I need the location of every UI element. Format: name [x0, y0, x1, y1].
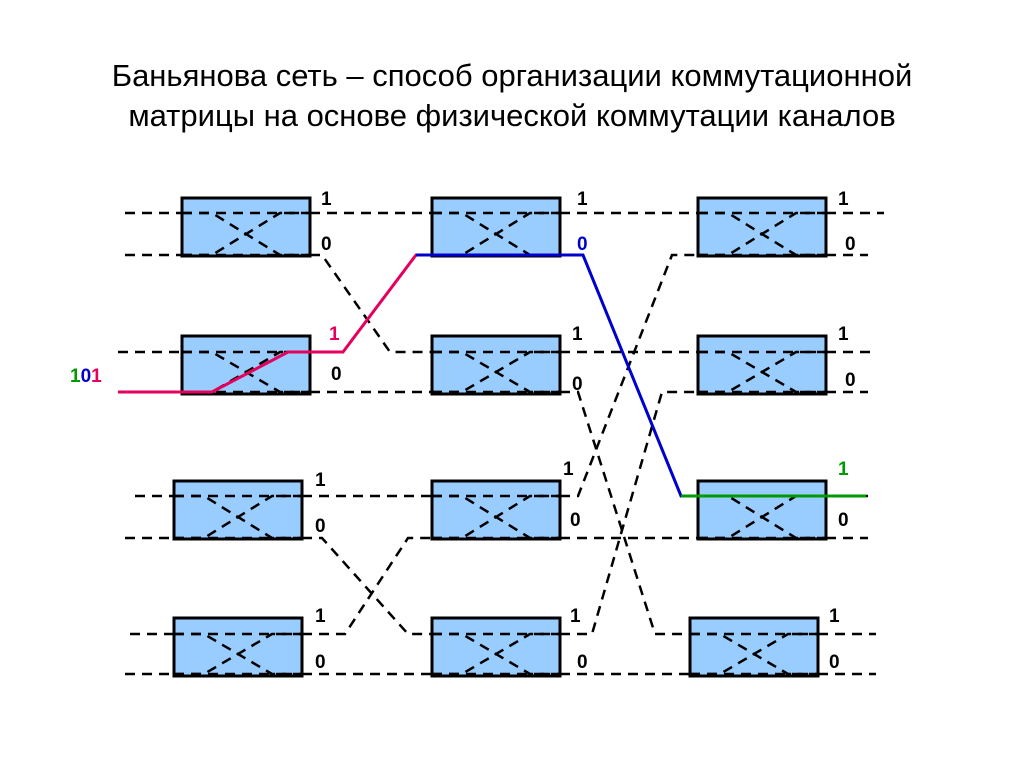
link-cross: [560, 390, 698, 636]
port-label-s1-2-1: 0: [315, 516, 326, 537]
dashed-links: [118, 211, 884, 676]
address-digit: 0: [81, 366, 92, 387]
highlighted-route: [118, 253, 866, 498]
port-label-s2-3-1: 0: [577, 652, 588, 673]
address-digit: 1: [91, 366, 102, 387]
port-label-s2-3-0: 1: [570, 606, 581, 627]
port-label-s2-2-1: 0: [570, 510, 581, 531]
switch-inner-cross: [432, 494, 560, 540]
port-label-s1-2-0: 1: [315, 470, 326, 491]
switch-s1-2: [172, 479, 304, 541]
switch-s2-1: [430, 334, 562, 396]
switch-inner-cross: [182, 211, 310, 257]
port-label-s1-3-1: 0: [315, 652, 326, 673]
destination-address-label: 101: [70, 366, 102, 387]
port-label-s3-3-0: 1: [829, 606, 840, 627]
switch-s2-3: [430, 616, 562, 678]
port-label-s1-1-1: 0: [331, 364, 342, 385]
switch-box: [430, 479, 562, 541]
switch-box: [172, 479, 304, 541]
link-cross: [560, 253, 698, 498]
port-label-s1-1-0: 1: [329, 324, 340, 345]
switch-box: [172, 616, 304, 678]
link-cross: [302, 536, 432, 636]
switch-s1-0: [180, 196, 312, 258]
switch-box: [180, 334, 312, 396]
switch-s3-1: [696, 334, 828, 396]
port-label-s1-0-1: 0: [321, 234, 332, 255]
switch-box: [430, 334, 562, 396]
slide-title: Баньянова сеть – способ организации комм…: [40, 56, 984, 136]
switch-box: [430, 616, 562, 678]
switch-s1-3: [172, 616, 304, 678]
port-label-s3-1-0: 1: [838, 324, 849, 345]
port-label-s1-0-0: 1: [321, 189, 332, 210]
port-label-s2-2-0: 1: [563, 459, 574, 480]
link-cross: [302, 536, 432, 636]
switch-box: [430, 196, 562, 258]
switch-box: [696, 196, 828, 258]
port-label-s2-0-1: 0: [577, 234, 588, 255]
switch-s2-2: [430, 479, 562, 541]
port-label-s3-2-1: 0: [838, 510, 849, 531]
switch-box: [688, 616, 820, 678]
port-label-s3-3-1: 0: [829, 652, 840, 673]
switch-boxes: [172, 196, 828, 678]
switch-s3-2: [696, 479, 828, 541]
port-label-s3-0-0: 1: [838, 189, 849, 210]
port-label-s1-3-0: 1: [315, 606, 326, 627]
link-cross: [310, 253, 432, 354]
switch-inner-cross: [174, 632, 302, 676]
switch-s3-3: [688, 616, 820, 678]
port-label-s3-2-0: 1: [838, 459, 849, 480]
switch-inner-cross: [432, 350, 560, 394]
switch-box: [696, 334, 828, 396]
port-label-s3-1-1: 0: [845, 370, 856, 391]
switch-box: [180, 196, 312, 258]
switch-inner-cross: [174, 494, 302, 540]
switch-s1-1: [180, 334, 312, 396]
port-label-s2-1-0: 1: [572, 324, 583, 345]
switch-inner-cross: [698, 211, 826, 257]
link-cross: [560, 390, 690, 636]
switch-inner-cross: [432, 211, 560, 257]
port-label-s2-1-1: 0: [572, 374, 583, 395]
port-label-s3-0-1: 0: [845, 234, 856, 255]
title-line-1: Баньянова сеть – способ организации комм…: [111, 58, 913, 93]
port-label-s2-0-0: 1: [577, 189, 588, 210]
switch-s2-0: [430, 196, 562, 258]
switch-inner-cross: [690, 632, 818, 676]
switch-inner-cross: [698, 350, 826, 394]
switch-inner-cross: [432, 632, 560, 676]
address-digit: 1: [70, 366, 81, 387]
title-line-2: матрицы на основе физической коммутации …: [128, 98, 896, 133]
port-labels: 1 0 1 0 1 0 1 0 1 0 1 0 1 0 1 0 1 0 1 0 1 0 1 0: [315, 189, 856, 673]
switch-box: [696, 479, 828, 541]
switch-s3-0: [696, 196, 828, 258]
